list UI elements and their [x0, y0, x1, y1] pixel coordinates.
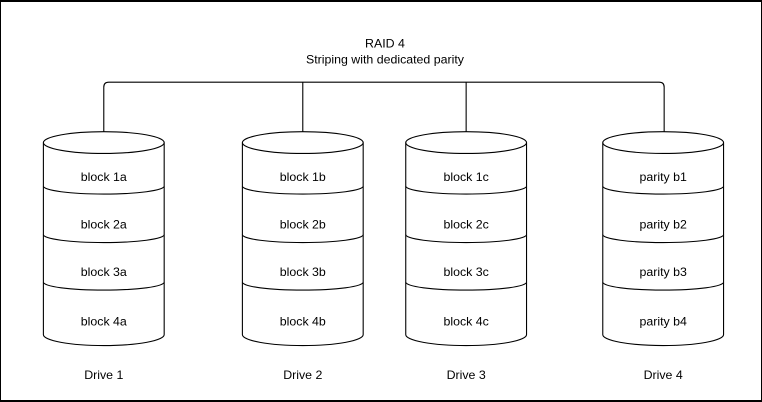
- block-label: block 1a: [81, 170, 127, 184]
- block-label: block 4b: [280, 315, 326, 329]
- drive-label: Drive 1: [84, 368, 123, 382]
- cylinder-body: [42, 142, 165, 347]
- block-label: block 4c: [443, 315, 488, 329]
- block-divider: [42, 234, 165, 244]
- block-label: block 3c: [443, 265, 488, 279]
- block-label: block 2a: [81, 218, 127, 232]
- block-divider: [405, 282, 528, 291]
- diagram-shapes: RAID 4 Striping with dedicated parity bl…: [42, 37, 725, 382]
- cylinder-top: [241, 131, 364, 155]
- block-divider: [602, 234, 725, 244]
- cylinder-body: [602, 142, 725, 347]
- cylinder-body: [241, 142, 364, 347]
- block-divider: [602, 282, 725, 291]
- block-divider: [42, 282, 165, 291]
- block-label: block 2c: [443, 218, 488, 232]
- cylinder-top: [42, 131, 165, 155]
- drive-4-cylinder: parity b1 parity b2 parity b3 parity b4 …: [602, 131, 725, 382]
- block-label: parity b4: [639, 315, 687, 329]
- block-label: block 3a: [81, 265, 127, 279]
- drive-3-cylinder: block 1c block 2c block 3c block 4c Driv…: [405, 131, 528, 382]
- block-divider: [241, 282, 364, 291]
- block-label: block 2b: [280, 218, 326, 232]
- block-label: block 4a: [81, 315, 127, 329]
- diagram-title: RAID 4: [365, 37, 405, 51]
- drive-label: Drive 4: [644, 368, 683, 382]
- drive-2-cylinder: block 1b block 2b block 3b block 4b Driv…: [241, 131, 364, 382]
- block-label: parity b3: [639, 265, 687, 279]
- drive-label: Drive 2: [283, 368, 322, 382]
- block-divider: [241, 185, 364, 195]
- bus-connector-line: [103, 81, 665, 132]
- block-divider: [405, 234, 528, 244]
- block-label: block 1c: [443, 170, 488, 184]
- cylinder-top: [602, 131, 725, 155]
- diagram-subtitle: Striping with dedicated parity: [306, 52, 465, 66]
- block-divider: [42, 185, 165, 195]
- block-divider: [241, 234, 364, 244]
- block-label: block 3b: [280, 265, 326, 279]
- block-label: parity b2: [639, 218, 687, 232]
- block-label: parity b1: [639, 170, 687, 184]
- cylinder-top: [405, 131, 528, 155]
- block-label: block 1b: [280, 170, 326, 184]
- drive-label: Drive 3: [447, 368, 486, 382]
- cylinder-body: [405, 142, 528, 347]
- block-divider: [405, 185, 528, 195]
- block-divider: [602, 185, 725, 195]
- drive-1-cylinder: block 1a block 2a block 3a block 4a Driv…: [42, 131, 165, 382]
